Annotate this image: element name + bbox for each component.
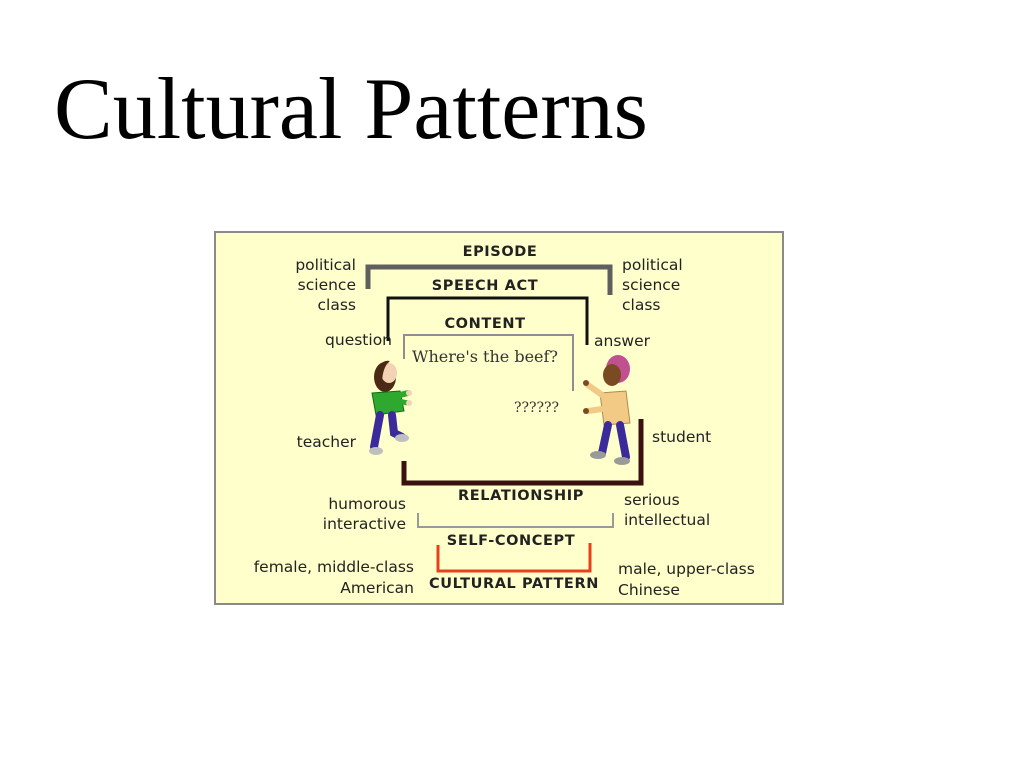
right-relationship-label: serious intellectual [624,491,711,529]
content-bracket [403,334,574,391]
cultural-pattern-bracket [436,543,592,573]
left-speech-act-label: question [325,331,392,349]
left-cultural-pattern-line1: female, middle-class [253,558,414,576]
relationship-bracket [401,419,644,486]
speech-act-label: SPEECH ACT [431,278,539,294]
right-speech-act-label: answer [594,332,650,350]
content-label: CONTENT [444,316,526,332]
teacher-figure-icon [369,360,412,455]
self-concept-label: SELF-CONCEPT [446,533,576,549]
right-cultural-pattern-line2: Chinese [618,581,680,599]
relationship-label: RELATIONSHIP [458,488,584,504]
left-relationship-label: humorous interactive [322,495,406,533]
right-episode-label: political science class [622,256,683,314]
student-speech: ?????? [514,400,560,416]
student-figure-icon [583,355,631,465]
right-person-label: student [652,428,712,446]
diagram-brackets [365,264,644,573]
speech-act-bracket [386,296,589,345]
left-cultural-pattern-line2: American [340,579,414,597]
communication-levels-diagram: EPISODE SPEECH ACT CONTENT RELATIONSHIP … [214,231,784,605]
right-cultural-pattern-line1: male, upper-class [618,560,755,578]
episode-bracket [365,264,613,295]
teacher-speech: Where's the beef? [412,347,558,366]
episode-label: EPISODE [462,244,538,260]
slide-title: Cultural Patterns [54,61,648,158]
left-person-label: teacher [296,433,356,451]
left-episode-label: political science class [295,256,356,314]
cultural-pattern-label: CULTURAL PATTERN [429,576,599,592]
self-concept-bracket [417,513,614,528]
